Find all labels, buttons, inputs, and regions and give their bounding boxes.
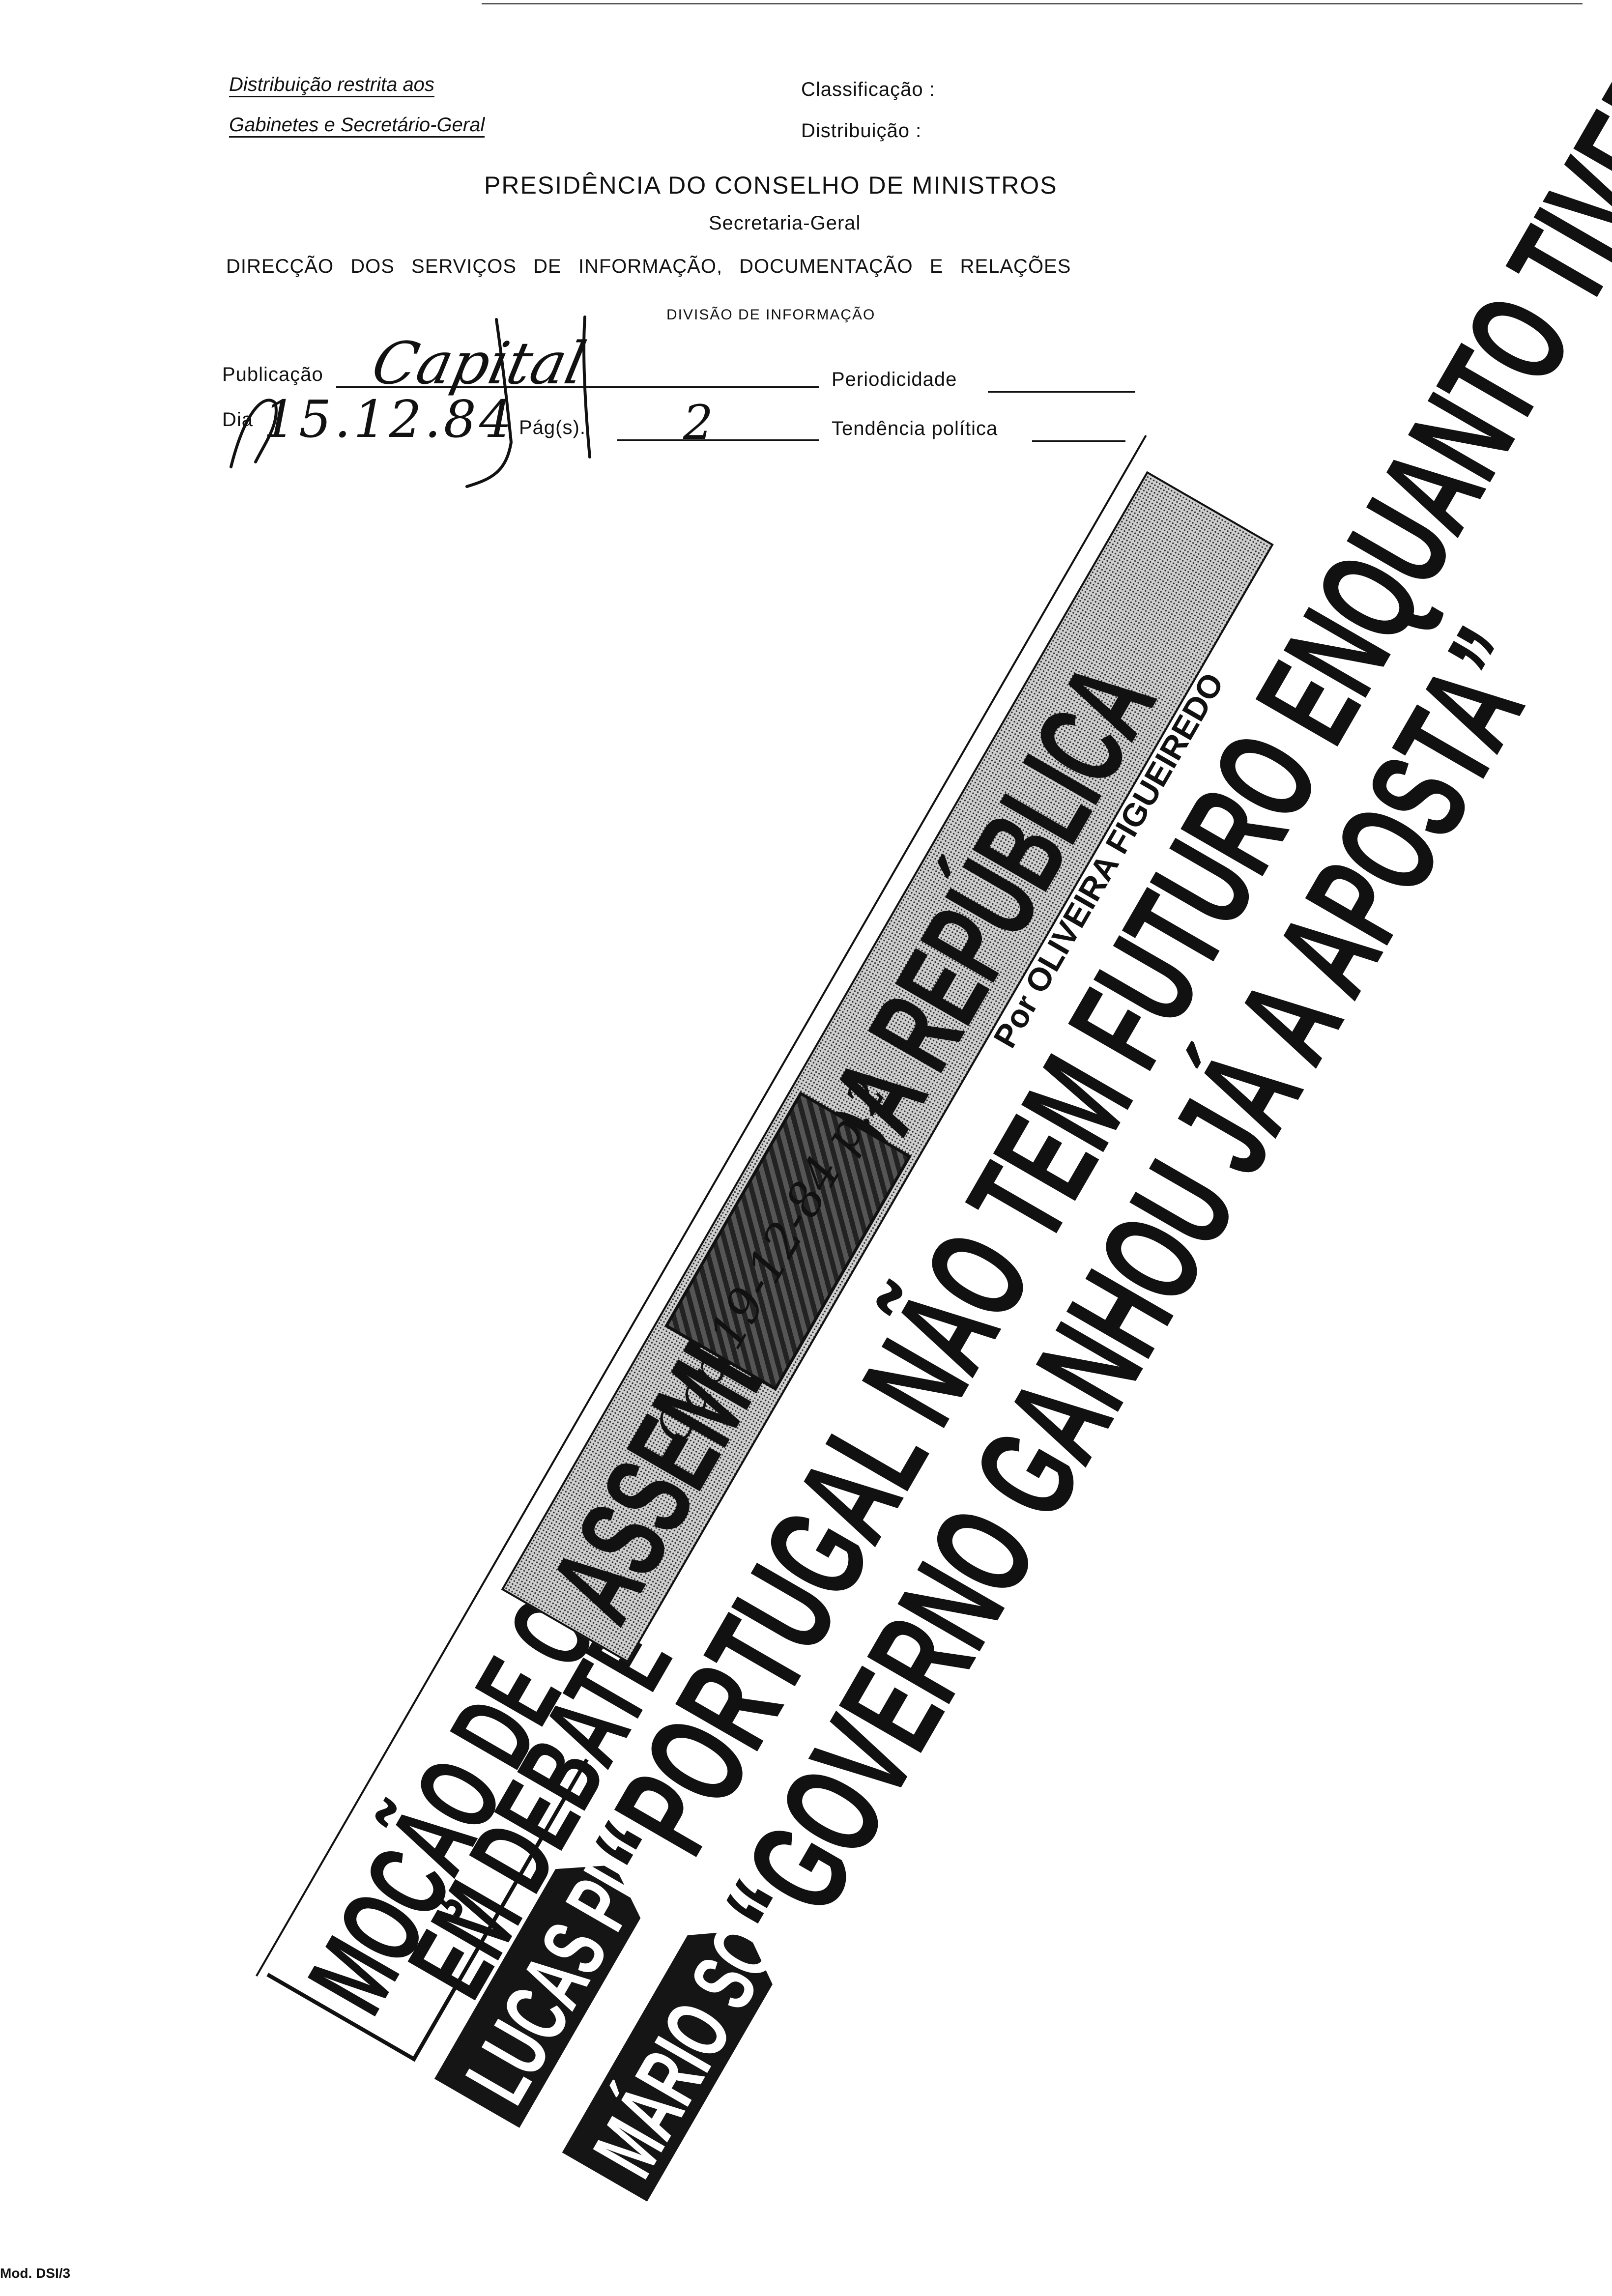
dia-label: Dia (222, 409, 254, 430)
restricted-distribution-line2: Gabinetes e Secretário-Geral (229, 114, 485, 138)
classification-label: Classificação : (801, 79, 935, 100)
restricted-distribution-line1: Distribuição restrita aos (229, 74, 434, 97)
tendencia-field-line (1032, 440, 1125, 442)
pags-handwritten-value: 2 (683, 395, 714, 450)
pags-field-line (617, 439, 819, 441)
publicacao-handwritten-value: Capital (366, 329, 592, 397)
publicacao-label: Publicação (222, 364, 323, 385)
dia-handwritten-value: 15.12.84 (263, 389, 515, 449)
scan-edge-line (482, 3, 1583, 4)
page-subtitle: Secretaria-Geral (709, 212, 861, 234)
pags-label: Pág(s). (519, 417, 586, 438)
publicacao-field-line (336, 386, 819, 388)
division-label: DIVISÃO DE INFORMAÇÃO (666, 307, 876, 323)
periodicidade-field-line (988, 391, 1135, 393)
form-code: Mod. DSI/3 (0, 2266, 71, 2281)
page-title: PRESIDÊNCIA DO CONSELHO DE MINISTROS (484, 172, 1058, 199)
directorate-line: DIRECÇÃO DOS SERVIÇOS DE INFORMAÇÃO, DOC… (226, 256, 1071, 277)
tendencia-label: Tendência política (832, 418, 998, 439)
periodicidade-label: Periodicidade (832, 369, 957, 390)
distribution-label: Distribuição : (801, 120, 922, 142)
newspaper-clipping: MOÇÃO DE CENSURA EM DEBATE ASSEMBLEIA DA… (256, 0, 1612, 2284)
